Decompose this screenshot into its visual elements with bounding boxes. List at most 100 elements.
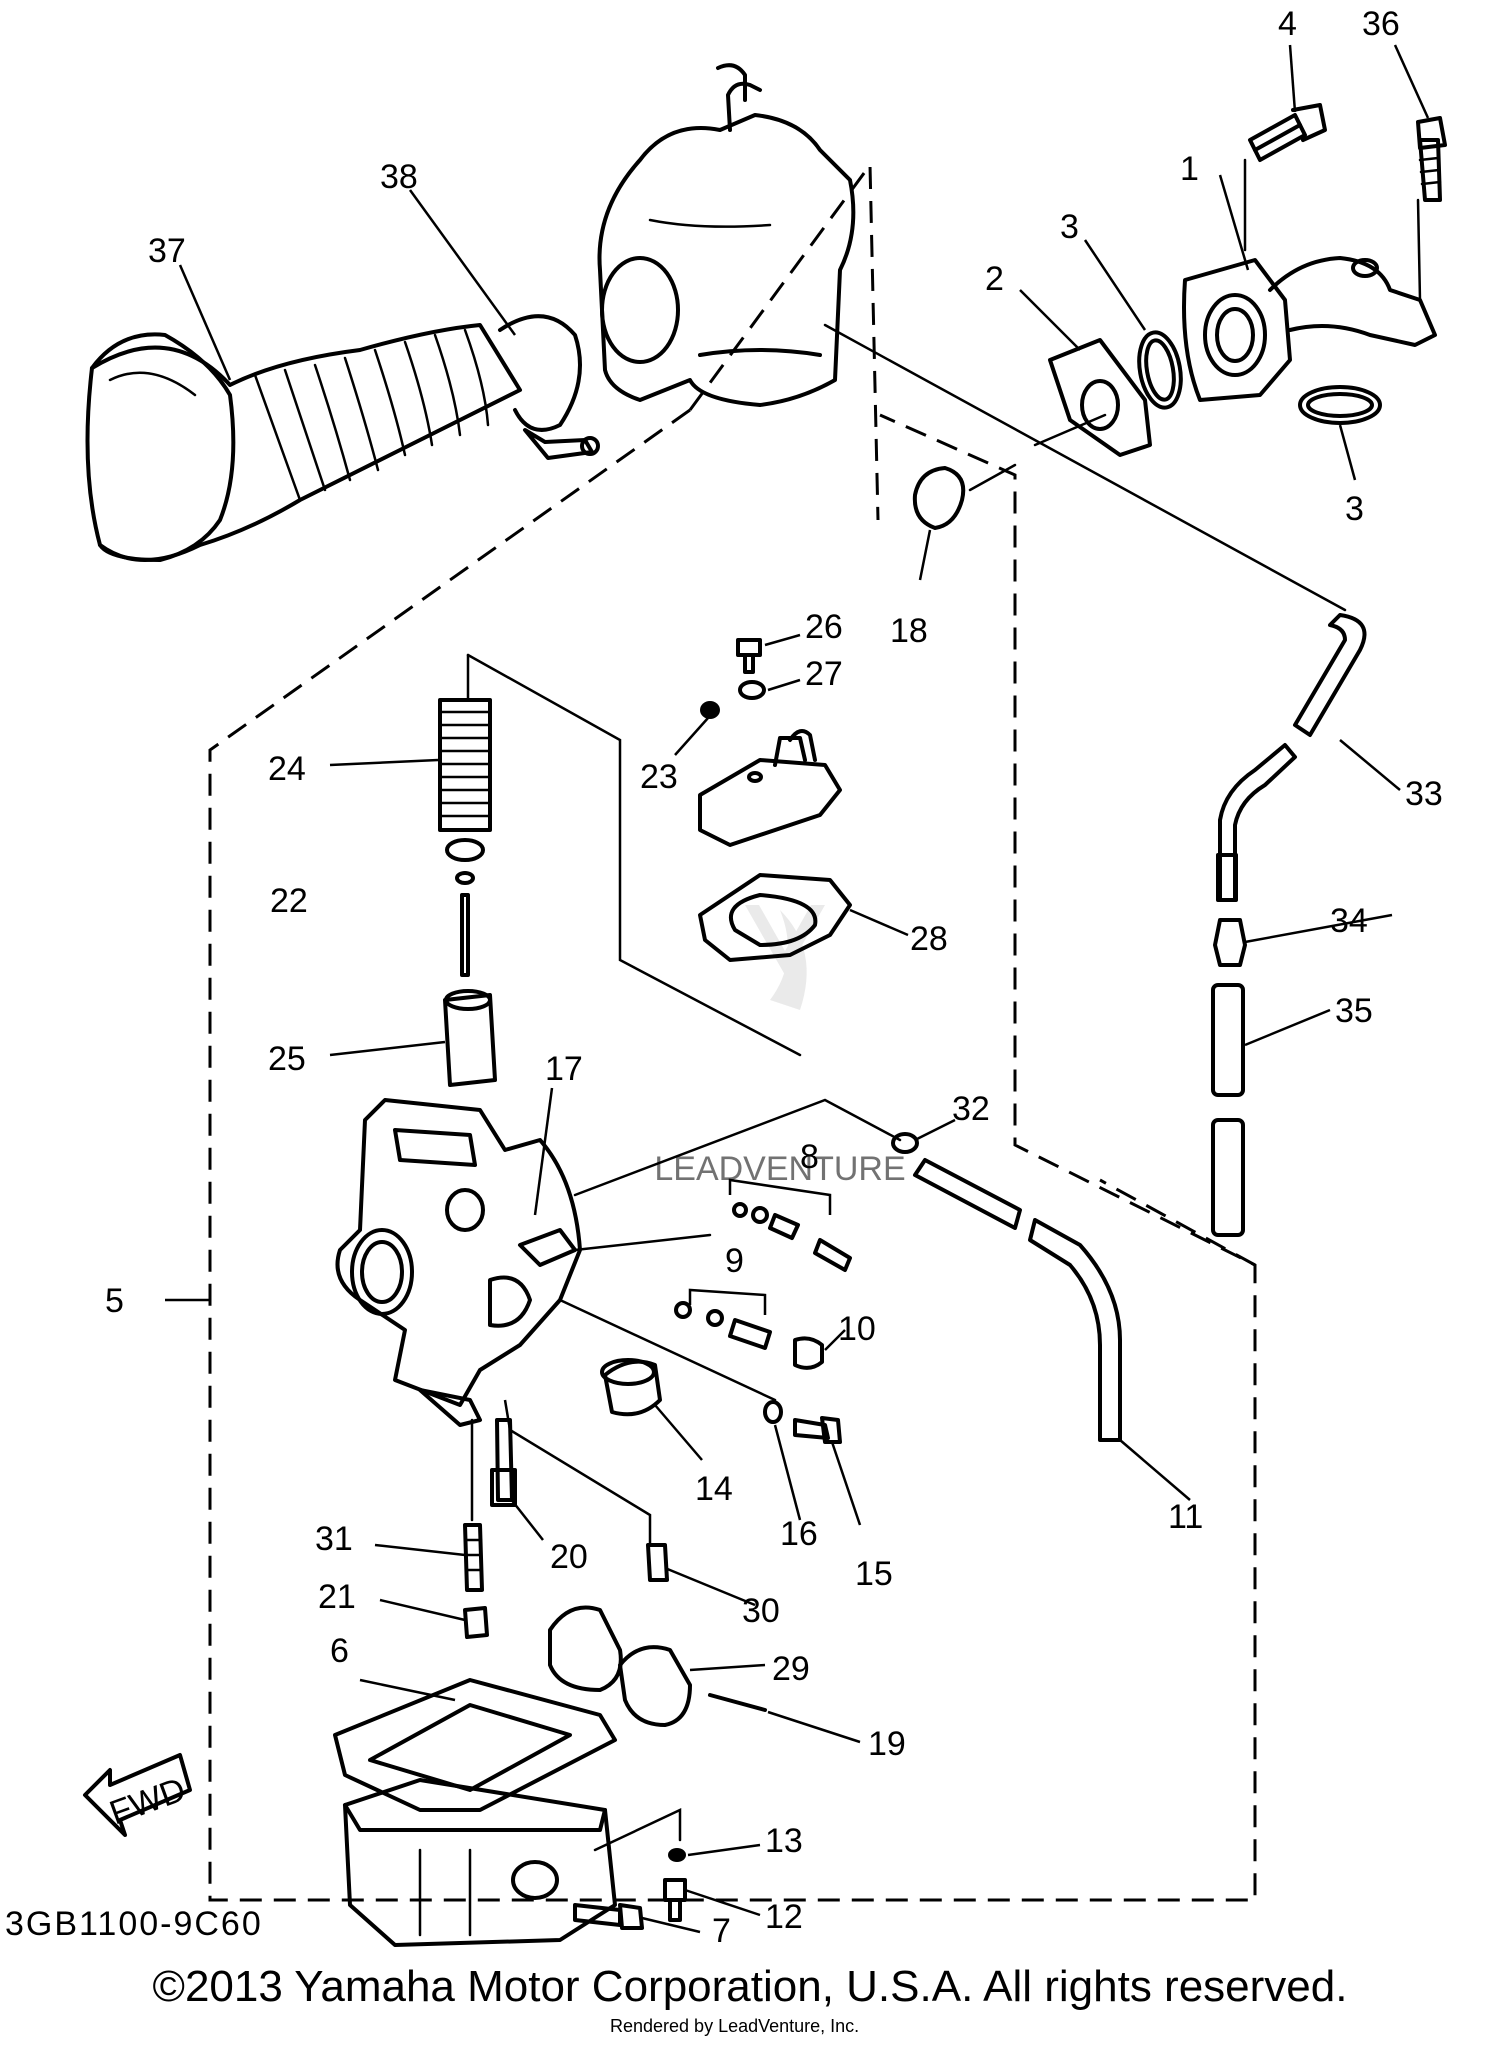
bowl-screw-line (593, 1808, 682, 1852)
gasket-leader-line (1033, 413, 1107, 447)
float-29 (548, 1605, 692, 1727)
screw-12 (663, 1878, 687, 1922)
tube-35 (1211, 983, 1245, 1237)
o-ring-upper (1137, 330, 1183, 410)
callout-24: 24 (268, 750, 306, 788)
pilot-screw-8 (732, 1202, 852, 1272)
overflow-line (573, 1098, 902, 1197)
callout-33: 33 (1405, 775, 1443, 813)
drain-screw-7 (573, 1903, 644, 1930)
drain-hose-11 (913, 1158, 1122, 1442)
assembly-boundary-lines (208, 160, 1257, 1902)
side-line (558, 1298, 777, 1402)
joint-34 (1213, 918, 1247, 967)
callout-18: 18 (890, 612, 928, 650)
pilot-jet-30 (646, 1543, 669, 1582)
jet-needle-20 (490, 1418, 517, 1507)
callout-15: 15 (855, 1555, 893, 1593)
carburetor-upper-body (597, 63, 856, 407)
callout-22: 22 (270, 882, 308, 920)
callout-9: 9 (725, 1242, 744, 1280)
screw-15 (793, 1416, 842, 1444)
callout-19: 19 (868, 1725, 906, 1763)
washer-13 (668, 1848, 686, 1862)
bracket-9 (688, 1288, 767, 1315)
leadventure-watermark: LEADVENTURE (654, 905, 906, 1188)
callout-3-upper: 3 (1060, 208, 1079, 246)
callout-3-lower: 3 (1345, 490, 1364, 528)
callout-20: 20 (550, 1538, 588, 1576)
jet-line (503, 1399, 652, 1545)
nut-23 (700, 701, 720, 719)
screw-26 (736, 638, 762, 674)
callout-30: 30 (742, 1592, 780, 1630)
callout-35: 35 (1335, 992, 1373, 1030)
jet-needle (460, 893, 470, 977)
callout-5: 5 (105, 1282, 124, 1320)
callout-31: 31 (315, 1520, 353, 1558)
throttle-valve-25 (443, 989, 497, 1087)
callout-labels: 1 2 3 3 4 5 6 7 8 9 10 11 12 13 14 15 16… (105, 5, 1443, 1950)
watermark-text: LEADVENTURE (654, 1150, 905, 1188)
float-bowl-gasket-6 (333, 1678, 617, 1812)
insulator-gasket (1048, 338, 1152, 457)
diaphragm-leader-line (968, 463, 1017, 492)
callout-10: 10 (838, 1310, 876, 1348)
washer-16 (763, 1400, 783, 1424)
hose-clamp (498, 314, 600, 460)
callout-28: 28 (910, 920, 948, 958)
callout-21: 21 (318, 1578, 356, 1616)
top-cover (698, 729, 842, 847)
vent-tube-33 (1216, 613, 1367, 902)
intake-manifold (1182, 158, 1437, 402)
float-pin-19 (708, 1693, 767, 1712)
pilot-line (573, 1233, 712, 1252)
callout-14: 14 (695, 1470, 733, 1508)
cover-gasket-28 (698, 873, 852, 962)
callout-32: 32 (952, 1090, 990, 1128)
callout-leaders (165, 44, 1430, 1934)
callout-8: 8 (800, 1138, 819, 1176)
clip-32 (891, 1132, 919, 1154)
cap-10 (793, 1336, 824, 1370)
bracket-8 (728, 1178, 832, 1215)
callout-17: 17 (545, 1050, 583, 1088)
callout-7: 7 (712, 1912, 731, 1950)
washer-27 (738, 680, 766, 700)
callout-34: 34 (1330, 902, 1368, 940)
callout-25: 25 (268, 1040, 306, 1078)
callout-37: 37 (148, 232, 186, 270)
callout-13: 13 (765, 1822, 803, 1860)
fwd-arrow: FWD (83, 1753, 192, 1837)
vent-tube-line (823, 323, 1347, 612)
retainer-22 (445, 838, 485, 885)
spring-24 (438, 698, 492, 832)
callout-36: 36 (1362, 5, 1400, 43)
bolt-36 (1416, 116, 1447, 202)
main-jet-31 (463, 1523, 484, 1592)
callout-12: 12 (765, 1898, 803, 1936)
callout-1: 1 (1180, 150, 1199, 188)
throttle-stop-9 (674, 1301, 772, 1350)
intake-boot (85, 323, 522, 562)
callout-6: 6 (330, 1632, 349, 1670)
callout-38: 38 (380, 158, 418, 196)
cap-14 (600, 1358, 662, 1417)
bolt-4 (1248, 103, 1327, 162)
o-ring-lower (1298, 385, 1382, 425)
callout-16: 16 (780, 1515, 818, 1553)
callout-29: 29 (772, 1650, 810, 1688)
nozzle-21 (463, 1606, 489, 1639)
callout-2: 2 (985, 260, 1004, 298)
rendered-by-credit: Rendered by LeadVenture, Inc. (610, 2016, 860, 2036)
diaphragm-18 (912, 466, 966, 530)
callout-11: 11 (1168, 1498, 1203, 1536)
callout-27: 27 (805, 655, 843, 693)
diagram-code: 3GB1100-9C60 (5, 1905, 263, 1943)
callout-26: 26 (805, 608, 843, 646)
cover-axis-line (466, 653, 802, 1057)
callout-4: 4 (1278, 5, 1297, 43)
callout-23: 23 (640, 758, 678, 796)
copyright-notice: ©2013 Yamaha Motor Corporation, U.S.A. A… (152, 1962, 1348, 2011)
